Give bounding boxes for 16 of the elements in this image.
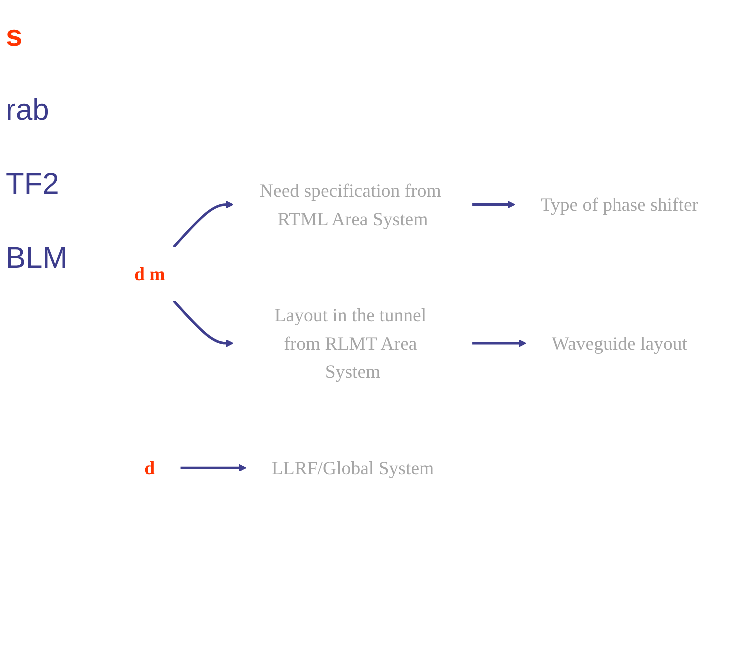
arrow [472,340,527,348]
node-text: LLRF/Global System [272,458,434,479]
node-text: d [144,458,156,479]
node-text: d m [134,264,166,285]
arrow [173,201,234,248]
node-text: Need specification from RTML Area System [260,180,442,230]
side-label: s [6,20,24,54]
arrow [472,201,516,209]
node-text: Type of phase shifter [540,194,699,216]
node-text: Layout in the tunnel from RLMT Area System [274,304,427,382]
side-label: rab [6,94,50,128]
arrow [180,464,247,472]
side-label: BLM [6,242,69,276]
arrow [173,300,234,348]
node-text: Waveguide layout [552,332,688,354]
side-label: TF2 [6,168,60,202]
